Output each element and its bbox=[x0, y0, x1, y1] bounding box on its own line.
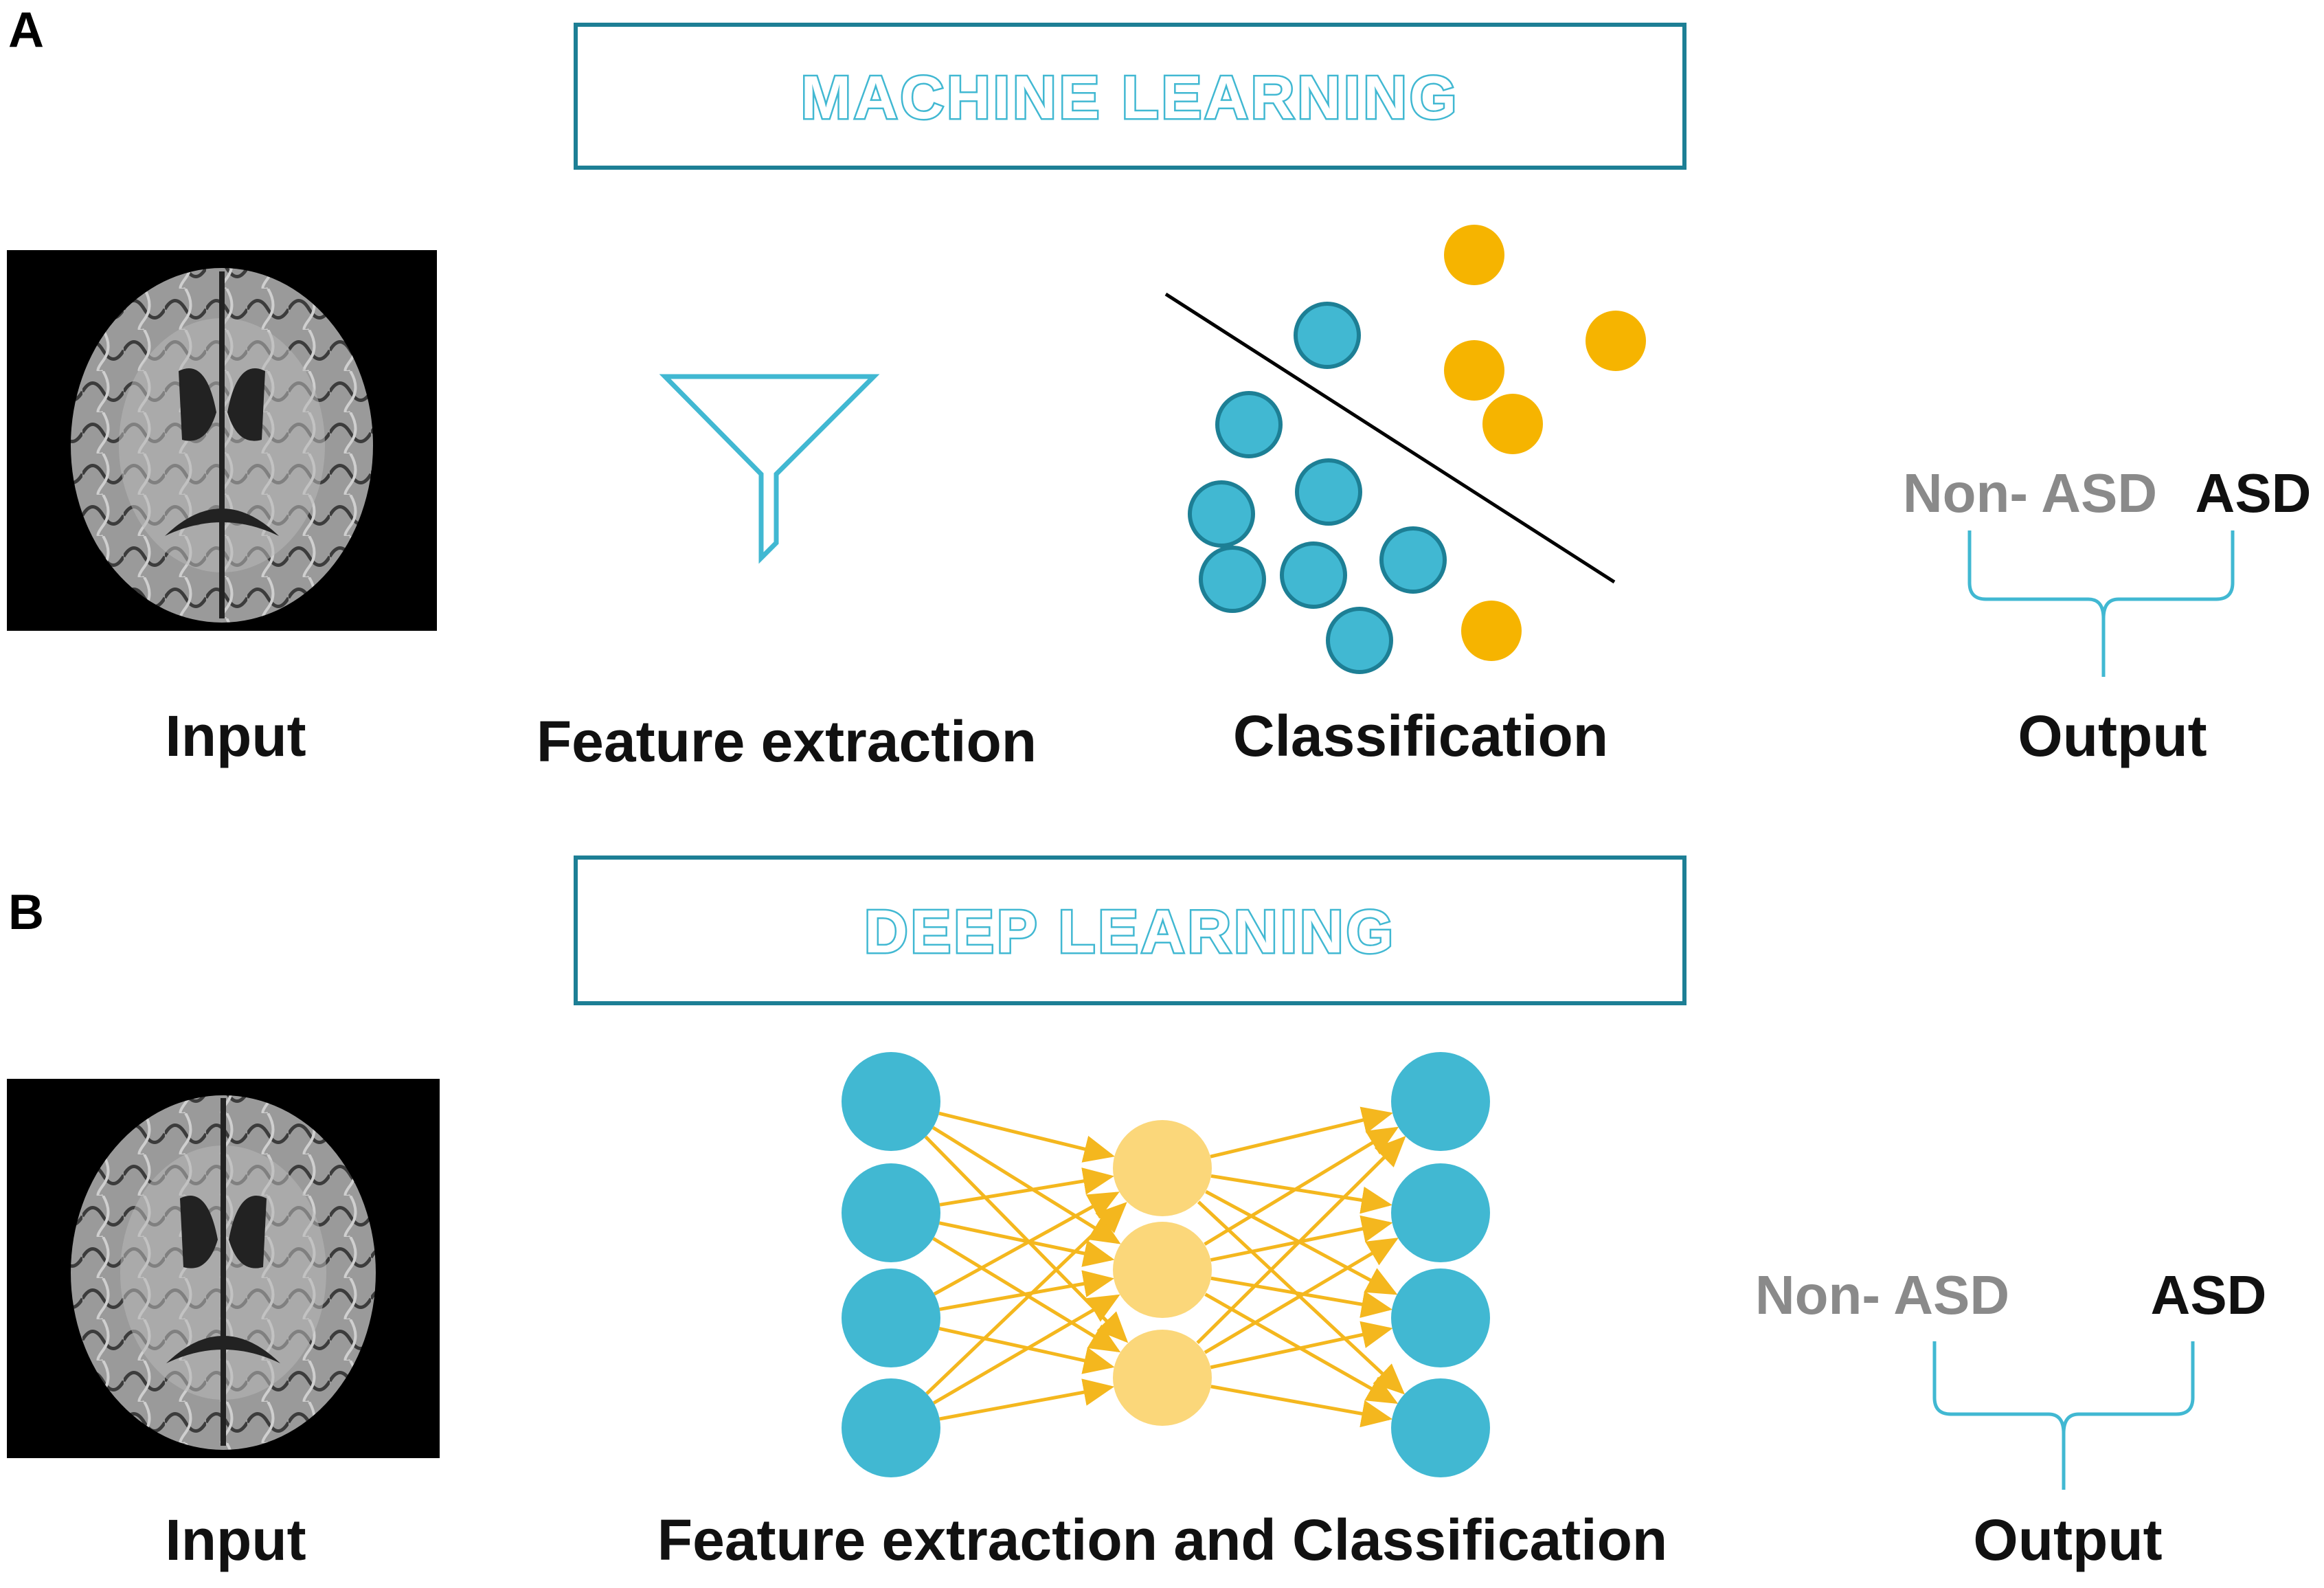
panel-a: A MACHINE LEARNING Input Feature extract… bbox=[7, 3, 2311, 774]
decision-boundary-line bbox=[1164, 292, 1616, 584]
network-connection bbox=[938, 1111, 1116, 1163]
class-1-point bbox=[1379, 526, 1447, 594]
network-connection bbox=[932, 1126, 1121, 1244]
output-label-a: Output bbox=[2018, 704, 2207, 768]
class-1-point bbox=[1295, 458, 1362, 526]
input-label-a: Input bbox=[165, 704, 306, 768]
network-connection bbox=[939, 1167, 1114, 1207]
network-connection bbox=[1204, 1238, 1399, 1354]
output-node bbox=[1391, 1268, 1490, 1367]
network-connection bbox=[1204, 1126, 1399, 1246]
input-label-b: Input bbox=[165, 1508, 306, 1572]
input-node bbox=[842, 1052, 940, 1151]
network-connection bbox=[939, 1378, 1115, 1421]
output-asd-b: ASD bbox=[2151, 1264, 2267, 1326]
machine-learning-banner bbox=[574, 23, 1686, 170]
feature-extraction-and-classification-label: Feature extraction and Classification bbox=[657, 1508, 1667, 1572]
hidden-node bbox=[1113, 1120, 1212, 1216]
class-2-point bbox=[1586, 311, 1646, 371]
input-node bbox=[842, 1268, 940, 1367]
feature-extraction-label: Feature extraction bbox=[537, 709, 1037, 774]
network-connection bbox=[1210, 1106, 1393, 1159]
classification-label: Classification bbox=[1233, 704, 1608, 768]
output-node bbox=[1391, 1052, 1490, 1151]
network-connection bbox=[1210, 1321, 1393, 1369]
network-connection bbox=[1210, 1174, 1392, 1214]
network-connection bbox=[938, 1327, 1115, 1374]
network-connection bbox=[932, 1294, 1120, 1405]
network-connection bbox=[939, 1270, 1115, 1311]
output-label-b: Output bbox=[1973, 1508, 2162, 1572]
class-1-point bbox=[1188, 480, 1255, 548]
output-non-asd-b: Non- ASD bbox=[1755, 1264, 2009, 1326]
class-2-point bbox=[1482, 394, 1543, 454]
deep-learning-banner bbox=[574, 855, 1686, 1005]
classification-scatter bbox=[1188, 225, 1646, 674]
output-bracket-b bbox=[1932, 1341, 2195, 1490]
class-1-point bbox=[1326, 607, 1393, 674]
class-2-point bbox=[1444, 225, 1504, 285]
network-connection bbox=[1210, 1385, 1393, 1428]
network-connections bbox=[924, 1106, 1406, 1428]
machine-learning-title: MACHINE LEARNING bbox=[801, 63, 1460, 131]
class-1-point bbox=[1280, 541, 1347, 609]
neural-network bbox=[842, 1052, 1490, 1477]
input-node bbox=[842, 1378, 940, 1477]
class-1-point bbox=[1199, 546, 1266, 613]
class-2-point bbox=[1461, 601, 1522, 661]
output-node bbox=[1391, 1378, 1490, 1477]
network-nodes bbox=[842, 1052, 1490, 1477]
network-connection bbox=[1210, 1276, 1393, 1318]
input-node bbox=[842, 1163, 940, 1262]
network-connection bbox=[938, 1221, 1115, 1267]
panel-b: B DEEP LEARNING Input Feature extraction… bbox=[7, 855, 2267, 1572]
panel-b-letter: B bbox=[8, 885, 44, 940]
brain-mri-image-b bbox=[7, 1079, 440, 1458]
network-connection bbox=[933, 1192, 1120, 1296]
brain-mri-image-a bbox=[7, 250, 437, 631]
panel-a-letter: A bbox=[8, 3, 44, 58]
output-bracket-a bbox=[1967, 530, 2235, 677]
funnel-icon bbox=[659, 374, 880, 564]
network-connection bbox=[925, 1202, 1127, 1396]
class-1-point bbox=[1294, 302, 1361, 369]
deep-learning-title: DEEP LEARNING bbox=[864, 897, 1396, 965]
hidden-node bbox=[1113, 1222, 1212, 1318]
class-1-point bbox=[1215, 391, 1283, 458]
output-node bbox=[1391, 1163, 1490, 1262]
output-non-asd-a: Non- ASD bbox=[1903, 462, 2157, 524]
hidden-node bbox=[1113, 1330, 1212, 1426]
output-asd-a: ASD bbox=[2196, 462, 2312, 524]
network-connection bbox=[1196, 1136, 1406, 1345]
class-2-point bbox=[1444, 340, 1504, 401]
